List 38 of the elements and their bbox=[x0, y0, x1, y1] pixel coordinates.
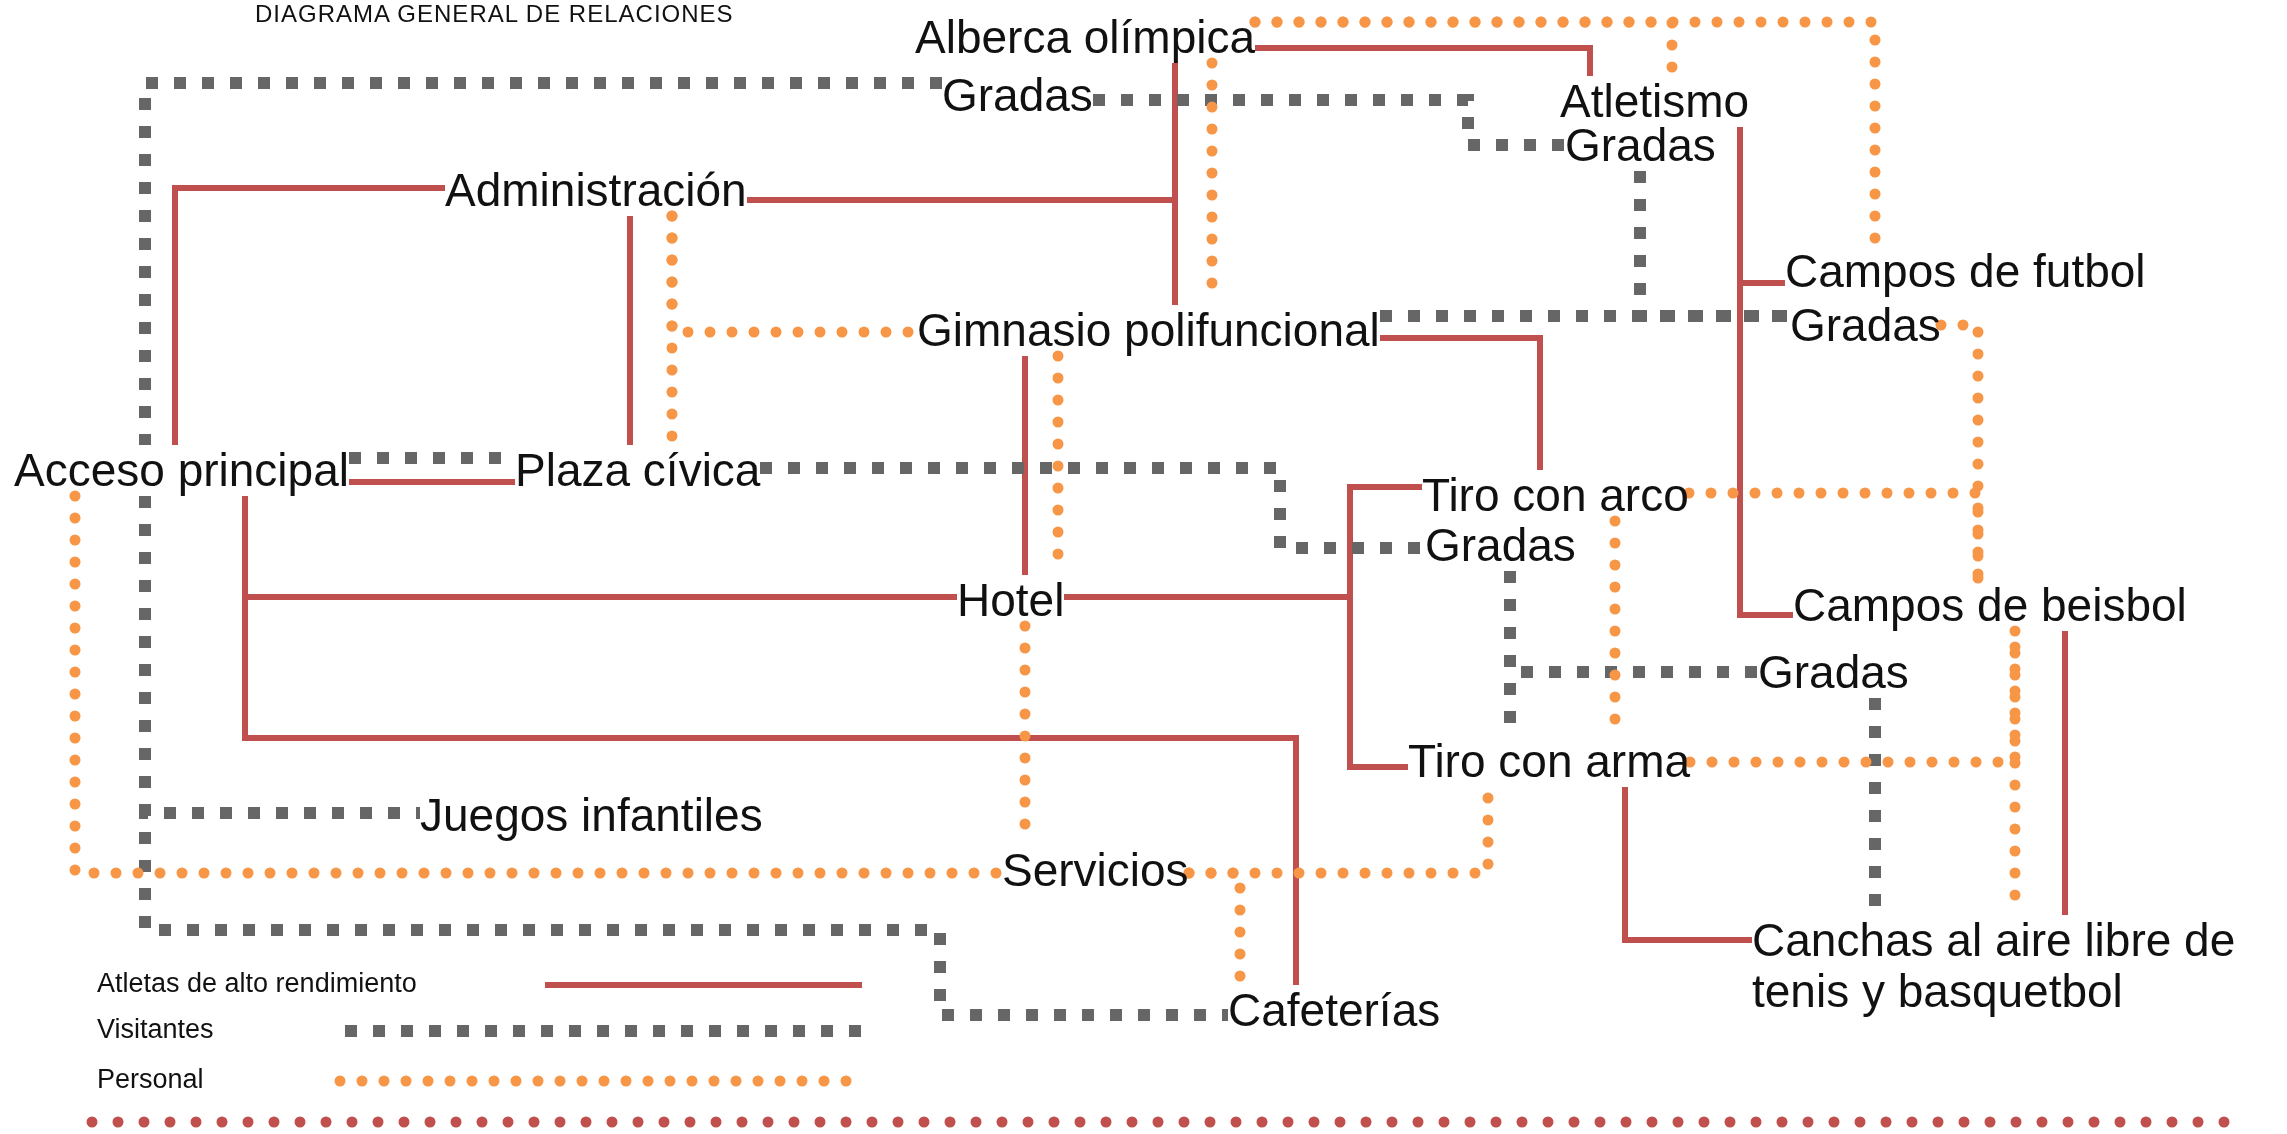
node-label: Cafeterías bbox=[1228, 985, 1441, 1036]
node-label: Canchas al aire libre de tenis y basquetbol bbox=[1752, 915, 2242, 1017]
node-label: Plaza cívica bbox=[515, 445, 761, 496]
connector-line bbox=[1255, 45, 1593, 76]
node-label: Gimnasio polifuncional bbox=[917, 305, 1380, 356]
node-label: Campos de futbol bbox=[1785, 246, 2146, 297]
node-label: Alberca olímpica bbox=[915, 12, 1256, 63]
node-label: Servicios bbox=[1002, 845, 1189, 896]
connector-line bbox=[1634, 171, 1790, 322]
node-label: Tiro con arco bbox=[1422, 470, 1689, 521]
node-label: Administración bbox=[445, 165, 747, 216]
legend-label: Atletas de alto rendimiento bbox=[97, 968, 417, 999]
node-label: Gradas bbox=[1790, 300, 1941, 351]
node-label: Gradas bbox=[942, 70, 1093, 121]
connector-line bbox=[747, 197, 1178, 305]
node-label: Juegos infantiles bbox=[420, 790, 763, 841]
connector-line bbox=[1064, 594, 1408, 770]
connector-line bbox=[1683, 487, 1984, 586]
node-label: Gradas bbox=[1425, 520, 1576, 571]
diagram-title: DIAGRAMA GENERAL DE RELACIONES bbox=[255, 0, 734, 28]
node-label: Acceso principal bbox=[14, 445, 349, 496]
connector-line bbox=[349, 479, 515, 485]
node-label: Gradas bbox=[1758, 647, 1909, 698]
legend-label: Visitantes bbox=[97, 1014, 214, 1045]
connector-line bbox=[627, 216, 633, 445]
connector-line bbox=[242, 496, 1299, 985]
node-label: Tiro con arma bbox=[1408, 736, 1691, 787]
connector-line bbox=[172, 185, 445, 445]
legend-label: Personal bbox=[97, 1064, 204, 1095]
node-label: Campos de beisbol bbox=[1793, 580, 2187, 631]
node-label: Hotel bbox=[957, 575, 1065, 626]
connector-line bbox=[1737, 127, 1793, 618]
connector-line bbox=[1093, 94, 1565, 151]
connector-line bbox=[1622, 787, 1752, 943]
connector-line bbox=[139, 77, 942, 445]
connector-line bbox=[2062, 631, 2068, 915]
connector-line bbox=[1380, 335, 1543, 470]
connector-line bbox=[1022, 356, 1028, 575]
